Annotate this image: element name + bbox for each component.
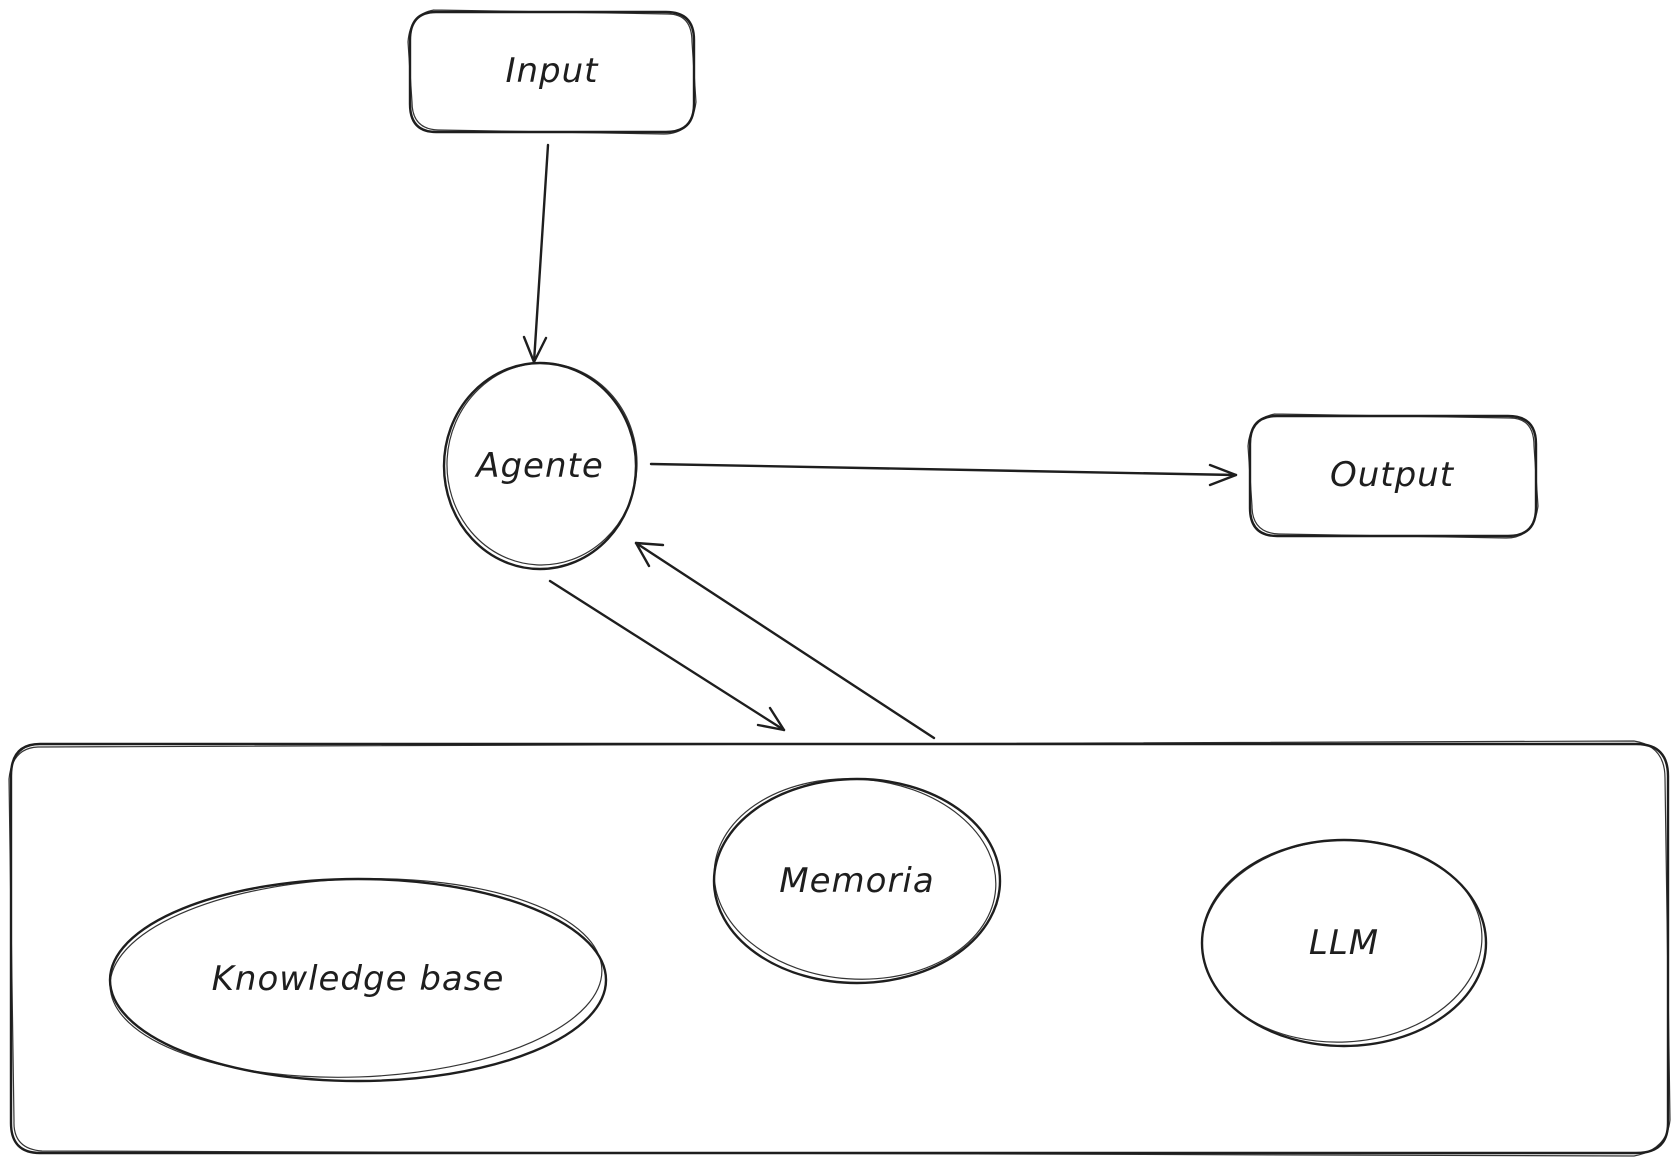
- edge-agent-to-output: [649, 462, 1238, 487]
- resources-container: [8, 740, 1671, 1157]
- agent-label: Agente: [474, 446, 604, 486]
- memory-label: Memoria: [779, 861, 934, 901]
- llm-node: LLM: [1200, 838, 1488, 1048]
- llm-label: LLM: [1309, 923, 1379, 963]
- output-node: Output: [1247, 413, 1539, 539]
- knowledge-base-label: Knowledge base: [212, 959, 505, 999]
- edge-resources-to-agent: [634, 541, 936, 740]
- agent-node: Agente: [442, 361, 638, 571]
- output-label: Output: [1330, 455, 1455, 495]
- knowledge-base-node: Knowledge base: [108, 877, 608, 1083]
- edge-input-to-agent: [522, 143, 550, 364]
- edge-agent-to-resources: [548, 579, 786, 732]
- input-label: Input: [505, 51, 599, 91]
- memory-node: Memoria: [712, 777, 1002, 985]
- input-node: Input: [407, 9, 697, 135]
